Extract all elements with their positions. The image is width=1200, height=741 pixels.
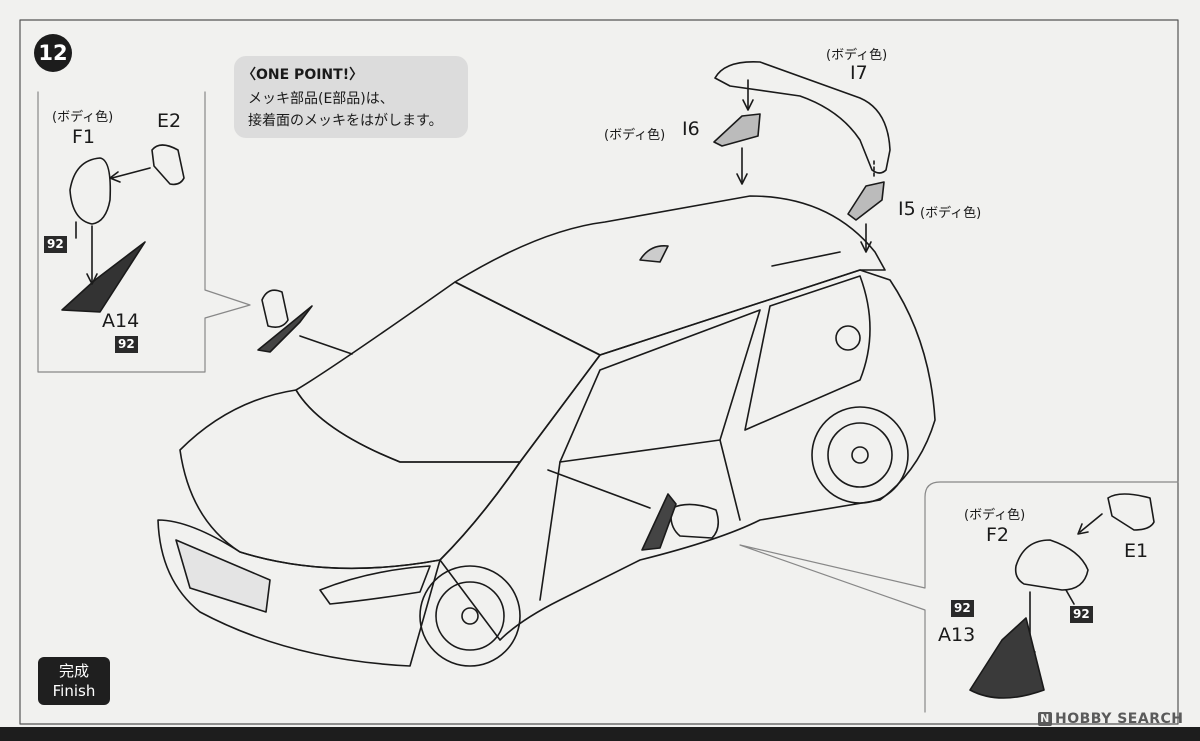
i6-note: (ボディ色)	[604, 128, 666, 143]
i7-note: (ボディ色)	[826, 48, 888, 63]
roof-antenna	[639, 244, 669, 263]
front-wheel	[419, 565, 521, 667]
e2-code: E2	[157, 110, 182, 132]
assembled-mirror-left	[261, 289, 289, 328]
car-door-line	[539, 439, 741, 601]
one-point-line-2: 接着面のメッキをはがします。	[248, 113, 443, 129]
f2-code: F2	[986, 524, 1010, 546]
i5-note: (ボディ色)	[920, 206, 982, 221]
car-side-window	[559, 309, 761, 463]
right-inset-box	[739, 481, 1179, 713]
base-a14-shape	[61, 241, 146, 313]
f2-note: (ボディ色)	[964, 508, 1026, 523]
f2-color-badge: 92	[1070, 606, 1093, 623]
one-point-callout: 〈ONE POINT!〉 メッキ部品(E部品)は、 接着面のメッキをはがします。	[234, 56, 468, 138]
mirror-f2-shape	[1014, 539, 1089, 591]
rear-wiper	[771, 251, 841, 267]
e1-code: E1	[1124, 540, 1149, 562]
car-rear-window	[744, 275, 871, 431]
watermark-icon: N	[1038, 712, 1052, 726]
one-point-heading: 〈ONE POINT!〉	[242, 67, 364, 83]
car-headlight	[319, 565, 431, 605]
i7-code: I7	[850, 62, 868, 84]
i6-code: I6	[682, 118, 700, 140]
finish-label-jp: 完成	[58, 662, 89, 680]
car-grille	[175, 539, 271, 613]
i5-code: I5	[898, 198, 916, 220]
mirror-e1-shape	[1107, 493, 1155, 531]
fuel-door	[835, 325, 861, 351]
a14-color-badge: 92	[115, 336, 138, 353]
car-windshield	[295, 281, 601, 463]
step-number-badge: 12	[34, 34, 72, 72]
watermark-text: HOBBY SEARCH	[1055, 711, 1184, 727]
mirror-f1-shape	[69, 157, 112, 225]
finish-label-en: Finish	[52, 682, 96, 700]
f1-color-badge: 92	[44, 236, 67, 253]
arrow-mirror-right	[547, 469, 651, 509]
car-roof	[454, 195, 886, 356]
left-inset-box	[37, 91, 251, 373]
car-front-bumper	[157, 519, 441, 667]
base-a13-shape	[969, 617, 1045, 699]
a13-color-badge: 92	[951, 600, 974, 617]
rear-wheel	[811, 406, 909, 504]
a14-code: A14	[102, 310, 140, 332]
step-frame	[19, 19, 1179, 725]
step-number: 12	[38, 41, 68, 65]
f1-code: F1	[72, 126, 96, 148]
finish-badge: 完成 Finish	[38, 657, 110, 705]
one-point-line-1: メッキ部品(E部品)は、	[248, 91, 394, 107]
arrow-mirror-left	[299, 335, 353, 355]
f1-note: (ボディ色)	[52, 110, 114, 125]
car-hood	[179, 389, 521, 570]
a13-code: A13	[938, 624, 976, 646]
spoiler-i7-shape	[714, 61, 891, 174]
mirror-e2-shape	[151, 144, 185, 186]
part-i6-shape	[713, 113, 761, 147]
arrow-e2-f1	[111, 167, 151, 179]
part-i5-shape	[847, 181, 885, 221]
car-side	[439, 269, 936, 641]
assembled-mirror-right	[670, 503, 720, 539]
bottom-strip	[0, 727, 1200, 741]
